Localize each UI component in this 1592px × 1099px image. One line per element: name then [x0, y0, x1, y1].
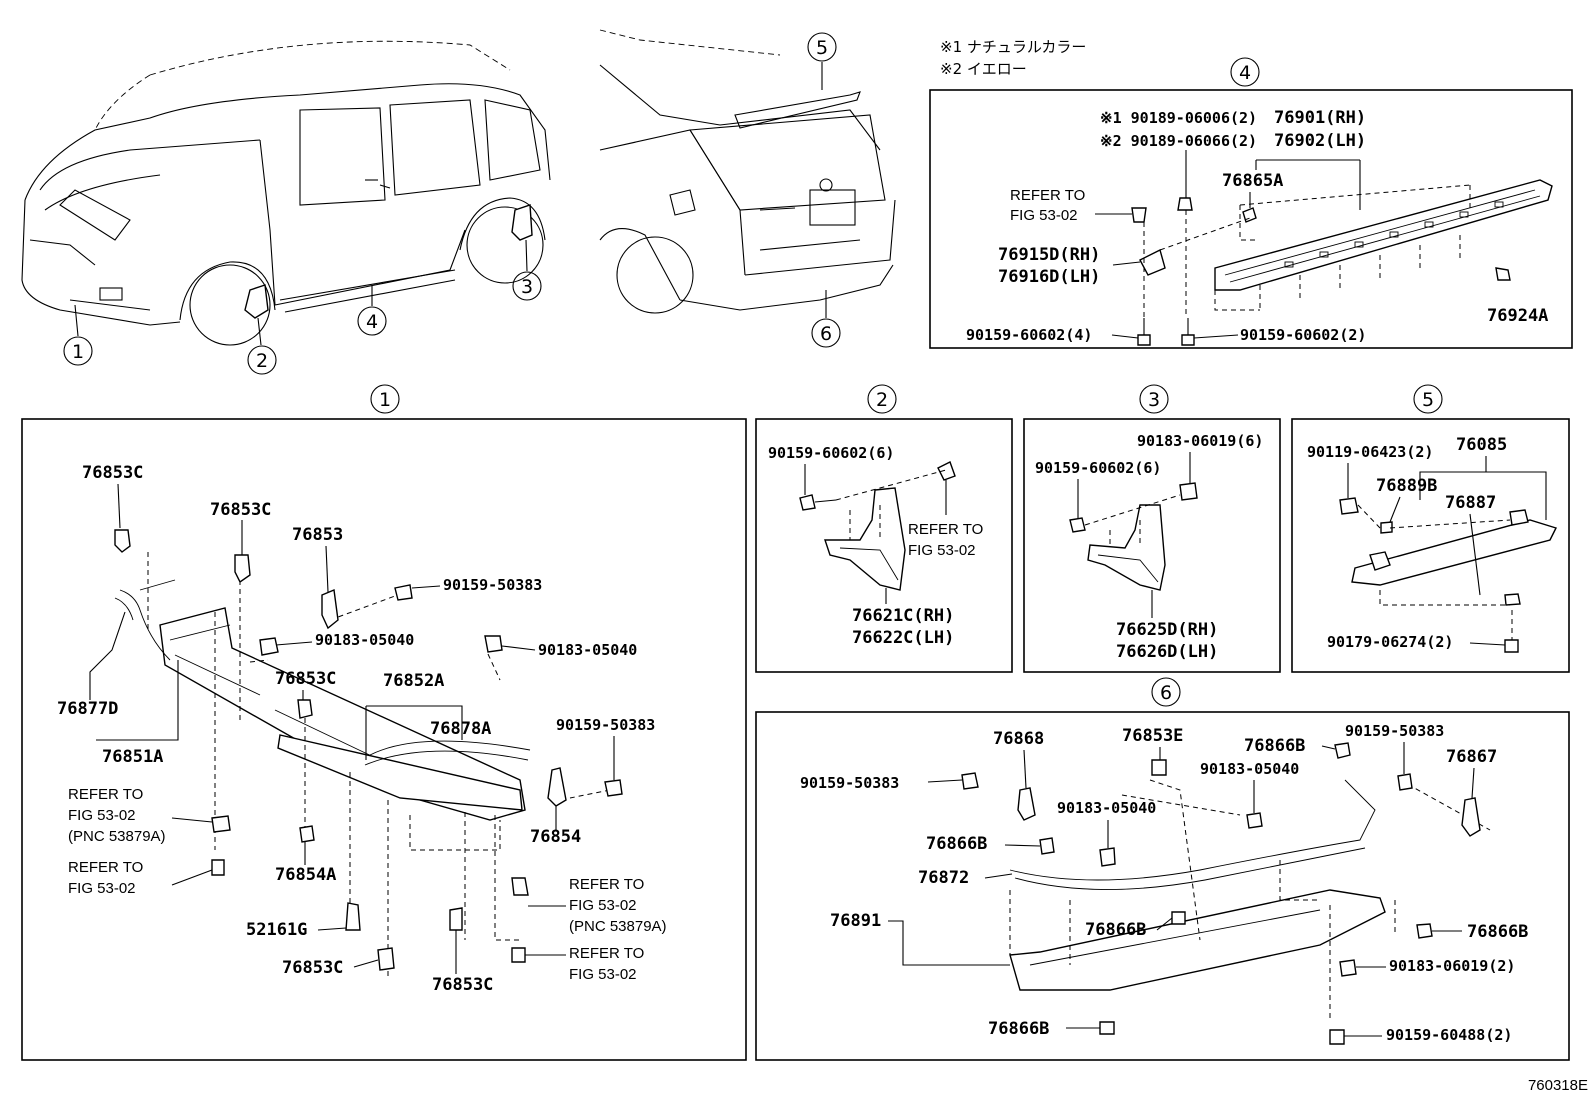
callout-4: 4 — [366, 311, 378, 333]
note-yellow: ※2 イエロー — [940, 60, 1027, 78]
label-76854: 76854 — [530, 827, 581, 847]
label-76924a: 76924A — [1487, 306, 1548, 326]
callout-1: 1 — [72, 341, 84, 363]
label-90159-50383-b: 90159-50383 — [556, 716, 655, 734]
label-76854a: 76854A — [275, 865, 336, 885]
callout-5: 5 — [816, 37, 828, 59]
label-76866b-c: 76866B — [1085, 920, 1146, 940]
panel-3-number: 3 — [1148, 389, 1160, 411]
note-natural-color: ※1 ナチュラルカラー — [940, 38, 1086, 56]
label-90159-50383-b: 90159-50383 — [800, 774, 899, 792]
label-76872: 76872 — [918, 868, 969, 888]
panel-6-rear-bumper: 6 76868 76853E 76866B 90159-50383 90159- — [755, 677, 1570, 1061]
label-76901-rh: 76901(RH) — [1274, 108, 1366, 128]
callout-6: 6 — [820, 323, 832, 345]
label-90183-05040-a: 90183-05040 — [315, 631, 414, 649]
label-fig-53-02-c: FIG 53-02 — [569, 897, 637, 914]
panel-2-number: 2 — [876, 389, 888, 411]
label-76889b: 76889B — [1376, 476, 1437, 496]
label-76902-lh: 76902(LH) — [1274, 131, 1366, 151]
label-76866b-d: 76866B — [1467, 922, 1528, 942]
label-90183-05040-b: 90183-05040 — [1057, 799, 1156, 817]
label-90179-06274-2: 90179-06274(2) — [1327, 633, 1453, 651]
panel-5-number: 5 — [1422, 389, 1434, 411]
label-76853: 76853 — [292, 525, 343, 545]
label-90119-06423-2: 90119-06423(2) — [1307, 443, 1433, 461]
label-76887: 76887 — [1445, 493, 1496, 513]
label-refer-to: REFER TO — [1010, 187, 1085, 204]
label-90159-50383-a: 90159-50383 — [443, 576, 542, 594]
label-76865a: 76865A — [1222, 171, 1283, 191]
label-76626d-lh: 76626D(LH) — [1116, 642, 1218, 662]
label-76853c-b: 76853C — [210, 500, 271, 520]
panel-2-front-mudguard: 2 90159-60602(6) REFER TO FIG 53-02 7662… — [755, 384, 1013, 673]
label-76867: 76867 — [1446, 747, 1497, 767]
label-refer-to-a: REFER TO — [68, 786, 143, 803]
label-90159-60602-6: 90159-60602(6) — [768, 444, 894, 462]
label-pnc-53879a-a: (PNC 53879A) — [68, 828, 166, 845]
label-refer-to-c: REFER TO — [569, 876, 644, 893]
label-76853c-c: 76853C — [275, 669, 336, 689]
panel-4-number: 4 — [1239, 62, 1251, 84]
label-90183-05040-a: 90183-05040 — [1200, 760, 1299, 778]
label-76916d-lh: 76916D(LH) — [998, 267, 1100, 287]
label-90189-06066: ※2 90189-06066(2) — [1100, 132, 1257, 150]
vehicle-front-illustration — [21, 40, 551, 346]
panel-5-rear-spoiler: 5 90119-06423(2) 76085 76889B 76887 9017… — [1291, 384, 1570, 673]
label-76866b-e: 76866B — [988, 1019, 1049, 1039]
panel-6-number: 6 — [1160, 682, 1172, 704]
label-90183-05040-b: 90183-05040 — [538, 641, 637, 659]
overview-callouts: 1 2 3 4 5 6 — [63, 32, 841, 375]
vehicle-rear-illustration — [599, 29, 896, 314]
label-76866b-a: 76866B — [1244, 736, 1305, 756]
label-90159-50383-a: 90159-50383 — [1345, 722, 1444, 740]
label-90159-60488-2: 90159-60488(2) — [1386, 1026, 1512, 1044]
label-76891: 76891 — [830, 911, 881, 931]
label-76852a: 76852A — [383, 671, 444, 691]
label-76851a: 76851A — [102, 747, 163, 767]
label-90183-06019-6: 90183-06019(6) — [1137, 432, 1263, 450]
label-90159-60602-2: 90159-60602(2) — [1240, 326, 1366, 344]
label-fig-53-02-d: FIG 53-02 — [569, 966, 637, 983]
panel-1-number: 1 — [379, 389, 391, 411]
callout-3: 3 — [521, 276, 533, 298]
panel-4-rocker-panel: 4 ※1 90189-06006(2) ※2 90189-06066(2) 76… — [929, 57, 1573, 349]
figure-id: 760318E — [1528, 1077, 1588, 1094]
label-76915d-rh: 76915D(RH) — [998, 245, 1100, 265]
label-52161g: 52161G — [246, 920, 307, 940]
label-76853c-d: 76853C — [282, 958, 343, 978]
label-76868: 76868 — [993, 729, 1044, 749]
label-76866b-b: 76866B — [926, 834, 987, 854]
label-90159-60602-6: 90159-60602(6) — [1035, 459, 1161, 477]
label-fig-53-02-a: FIG 53-02 — [68, 807, 136, 824]
label-76853e: 76853E — [1122, 726, 1183, 746]
panel-1-front-bumper: 1 76853C 76853C 76 — [21, 384, 747, 1061]
label-76622c-lh: 76622C(LH) — [852, 628, 954, 648]
label-refer-to-b: REFER TO — [68, 859, 143, 876]
label-90159-60602-4: 90159-60602(4) — [966, 326, 1092, 344]
label-76621c-rh: 76621C(RH) — [852, 606, 954, 626]
label-refer-to-d: REFER TO — [569, 945, 644, 962]
panel-3-rear-mudguard: 3 90183-06019(6) 90159-60602(6) 76625D(R… — [1023, 384, 1281, 673]
label-fig-53-02: FIG 53-02 — [908, 542, 976, 559]
label-76853c-a: 76853C — [82, 463, 143, 483]
label-76853c-e: 76853C — [432, 975, 493, 995]
label-fig-53-02: FIG 53-02 — [1010, 207, 1078, 224]
label-76085: 76085 — [1456, 435, 1507, 455]
label-90183-06019-2: 90183-06019(2) — [1389, 957, 1515, 975]
label-76625d-rh: 76625D(RH) — [1116, 620, 1218, 640]
label-90189-06006: ※1 90189-06006(2) — [1100, 109, 1257, 127]
label-fig-53-02-b: FIG 53-02 — [68, 880, 136, 897]
label-76877d: 76877D — [57, 699, 118, 719]
callout-2: 2 — [256, 350, 268, 372]
label-refer-to: REFER TO — [908, 521, 983, 538]
label-pnc-53879a-b: (PNC 53879A) — [569, 918, 667, 935]
label-76878a: 76878A — [430, 719, 491, 739]
